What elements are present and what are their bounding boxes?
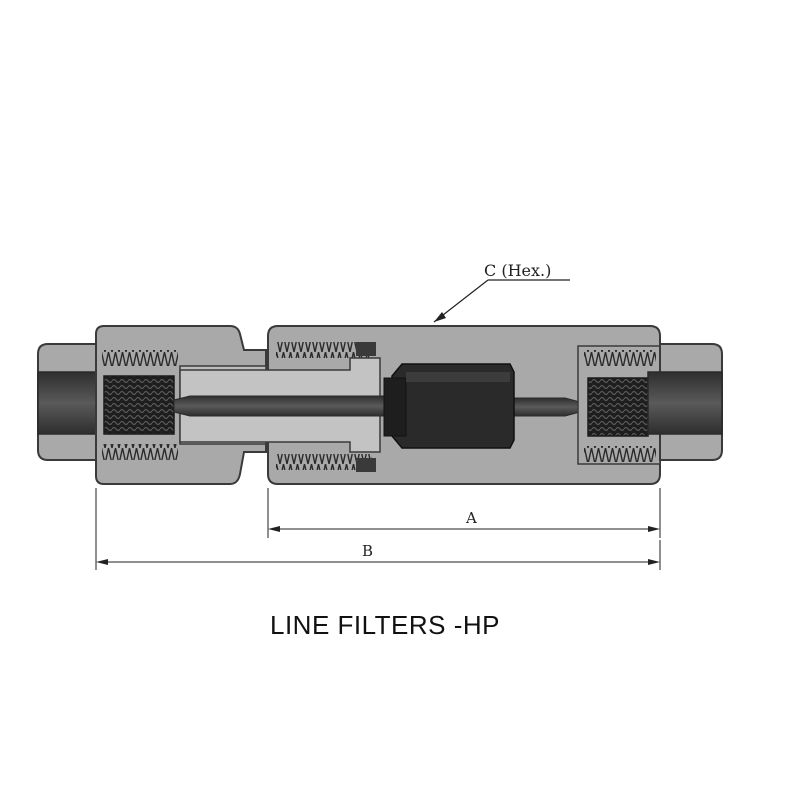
caption-title: LINE FILTERS -HP — [269, 610, 500, 640]
dimension-b: B — [95, 488, 661, 570]
dimension-a: A — [267, 488, 661, 538]
hex-callout-label: C (Hex.) — [484, 261, 551, 280]
hex-callout: C (Hex.) — [433, 261, 570, 323]
dimension-b-label: B — [362, 542, 373, 560]
right-end-nut — [647, 343, 723, 461]
left-end-nut — [37, 343, 105, 461]
flow-passage — [173, 395, 581, 417]
filter-element — [383, 363, 515, 449]
dimension-a-label: A — [465, 509, 477, 527]
